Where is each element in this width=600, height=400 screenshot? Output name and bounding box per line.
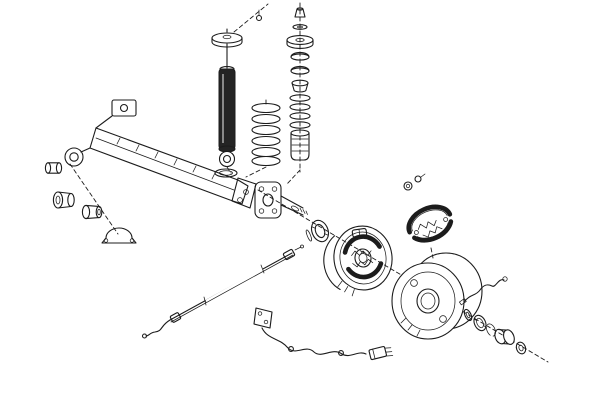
coil-spring	[245, 99, 281, 178]
wheel-bearing-inner	[305, 219, 330, 243]
shock-absorber	[211, 3, 269, 174]
axle-bushing-sleeve	[81, 204, 103, 220]
twist-beam-rear-axle	[64, 99, 257, 209]
support-bearing-lower	[290, 65, 310, 75]
adjuster-pins	[403, 173, 426, 191]
shock-body	[218, 68, 236, 150]
axle-bushing-small	[44, 162, 63, 174]
cable-end-fitting-upper	[282, 244, 304, 260]
support-bolt	[255, 9, 263, 22]
brake-drum	[391, 252, 483, 340]
brake-backing-plate-assembly	[323, 225, 393, 297]
bump-stop-boot	[290, 129, 310, 161]
hub-cap	[494, 328, 515, 345]
axle-bushing-eye	[64, 147, 84, 167]
support-bearing-upper	[290, 51, 310, 61]
axle-bushing-parts	[44, 162, 137, 244]
brake-shoe-kit-with-springs	[406, 204, 454, 243]
thrust-washer	[463, 308, 473, 322]
wheel-cylinder	[351, 228, 368, 238]
stub-axle-spindle	[280, 195, 308, 216]
axle-end-plate	[231, 177, 257, 209]
cap-nut	[294, 7, 306, 18]
shoe-return-springs	[351, 250, 374, 268]
bushing-clamp-bracket	[101, 227, 137, 244]
helper-spring	[289, 94, 311, 129]
strut-top-parts-stack	[286, 2, 314, 173]
abs-sensor-with-cable	[253, 307, 394, 361]
sensor-bracket	[253, 307, 273, 329]
washer	[292, 24, 308, 30]
hub-cap-parts	[463, 308, 527, 355]
wheel-bearing-outer	[473, 314, 487, 332]
snap-ring	[486, 323, 496, 337]
spring-seat	[214, 168, 238, 178]
brake-hose	[459, 276, 508, 306]
axle-rubber-bushing	[52, 191, 75, 209]
shock-eye-bushing	[218, 150, 236, 168]
stub-axle-flange	[254, 169, 308, 219]
cable-end-fitting-lower	[141, 312, 182, 339]
handbrake-cable	[141, 244, 304, 339]
spring-cup	[291, 79, 309, 93]
axle-mounting-bracket	[111, 99, 137, 117]
grease-cap	[515, 341, 527, 355]
sensor-connector	[368, 346, 394, 361]
brake-shoes-installed	[342, 234, 384, 280]
strut-mount-plate	[286, 35, 314, 49]
